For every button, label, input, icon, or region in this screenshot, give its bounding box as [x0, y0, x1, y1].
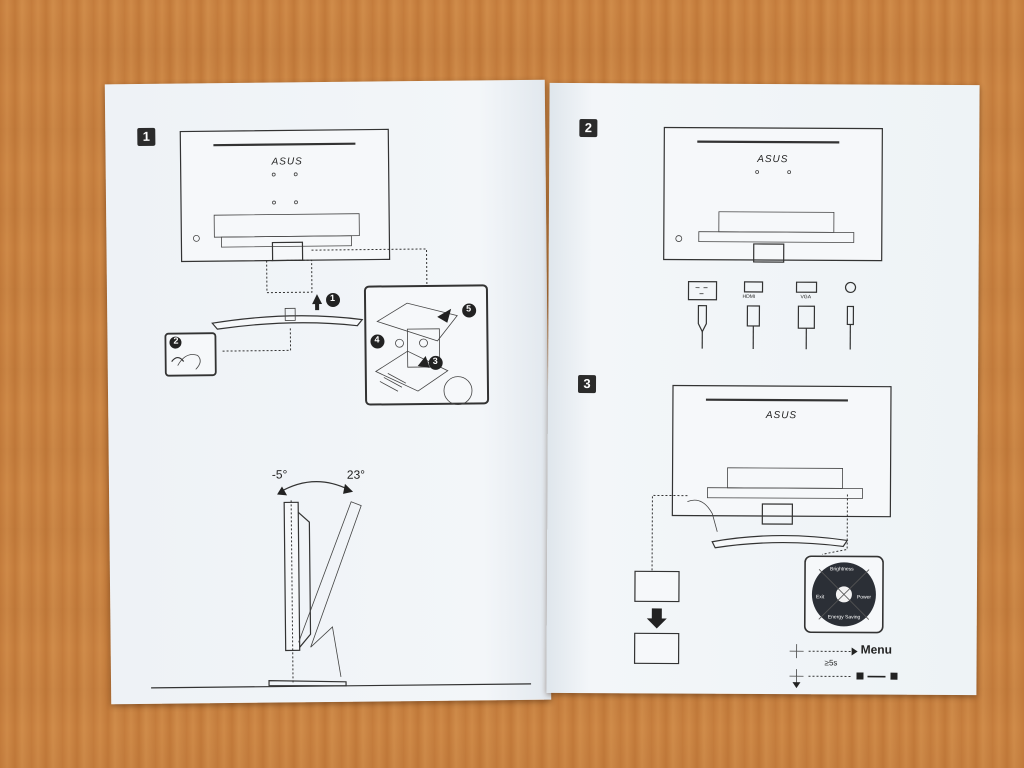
hdmi-port-label: HDMI [742, 293, 756, 300]
monitor-rear-left [179, 128, 428, 352]
tilt-plus-label: 23° [346, 467, 366, 482]
asus-logo-step3: ASUS [765, 410, 798, 422]
asus-logo-step2: ASUS [757, 153, 789, 166]
menu-label: Menu [860, 642, 893, 657]
tilt-side-view [268, 481, 362, 687]
power-button-detail [633, 570, 680, 665]
joystick-legend [789, 644, 898, 689]
joystick-label-brightness: Brightness [830, 566, 854, 573]
asus-logo-left: ASUS [271, 156, 303, 168]
callout-4: 4 [374, 334, 380, 345]
screw-detail-box [164, 332, 217, 377]
joystick-label-power: Power [856, 594, 872, 601]
joystick-detail [803, 555, 884, 634]
left-page-illustrations [151, 128, 532, 689]
stand-attach-detail-box [363, 284, 490, 406]
callout-3: 3 [432, 355, 438, 366]
vga-port-label: VGA [800, 294, 812, 301]
page-baseline [151, 683, 532, 689]
callout-1: 1 [329, 292, 336, 303]
joystick-label-energy-saving: Energy Saving [827, 614, 861, 621]
cable-connectors [687, 281, 857, 350]
tilt-minus-label: -5° [271, 467, 288, 482]
monitor-rear-step2 [663, 126, 883, 263]
hold-duration-label: ≥5s [824, 658, 838, 668]
monitor-rear-step3 [651, 384, 892, 572]
joystick-label-exit: Exit [815, 594, 825, 601]
callout-2: 2 [173, 335, 179, 346]
left-page: 1 [104, 79, 552, 705]
right-page-illustrations [633, 126, 898, 689]
callout-5: 5 [466, 303, 472, 314]
right-page: 2 3 [546, 82, 980, 696]
